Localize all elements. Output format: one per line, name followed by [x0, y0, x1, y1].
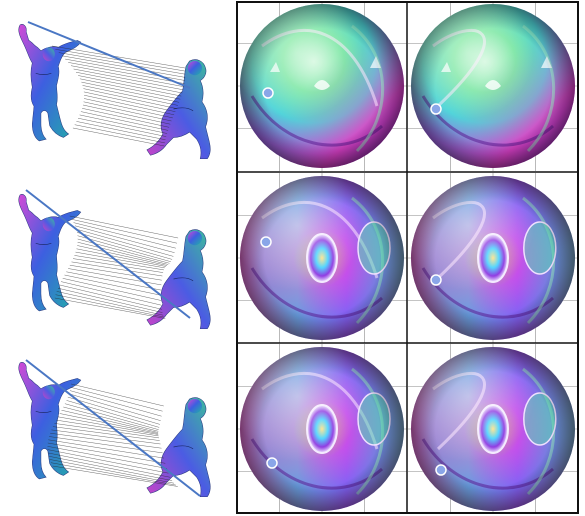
grid-dividers [236, 1, 579, 514]
correspondence-column [18, 21, 211, 498]
sphere-marker-point [262, 87, 274, 99]
sphere-highlight [411, 347, 575, 511]
sphere-marker-point [266, 457, 278, 469]
sphere-highlight [240, 347, 404, 511]
sphere-marker-point [430, 103, 442, 115]
source-mesh [18, 361, 82, 480]
highlighted-correspondence [25, 359, 201, 497]
correspondence-panel-row-3 [18, 359, 211, 498]
source-mesh [18, 193, 82, 312]
sphere-highlight [411, 176, 575, 340]
correspondence-lines [51, 45, 186, 147]
correspondence-lines [47, 383, 178, 487]
sphere-map-2 [408, 1, 578, 171]
sphere-map-1 [237, 1, 407, 171]
source-mesh [18, 23, 82, 142]
sphere-map-5 [237, 344, 407, 514]
sphere-highlight [240, 176, 404, 340]
sphere-map-4 [408, 173, 578, 343]
sphere-highlight [240, 4, 404, 168]
grid-frame [236, 1, 579, 514]
sphere-map-3 [237, 173, 407, 343]
highlighted-correspondence [25, 189, 191, 319]
sphere-highlight [411, 4, 575, 168]
sphere-map-grid [237, 1, 578, 514]
correspondence-lines [54, 215, 179, 319]
highlighted-correspondence [27, 21, 191, 89]
correspondence-panel-row-2 [18, 189, 211, 330]
target-mesh [146, 397, 211, 498]
sphere-marker-point [435, 464, 447, 476]
sphere-map-6 [408, 344, 578, 514]
correspondence-panel-row-1 [18, 21, 211, 160]
sphere-marker-point [260, 236, 272, 248]
sphere-marker-point [430, 274, 442, 286]
